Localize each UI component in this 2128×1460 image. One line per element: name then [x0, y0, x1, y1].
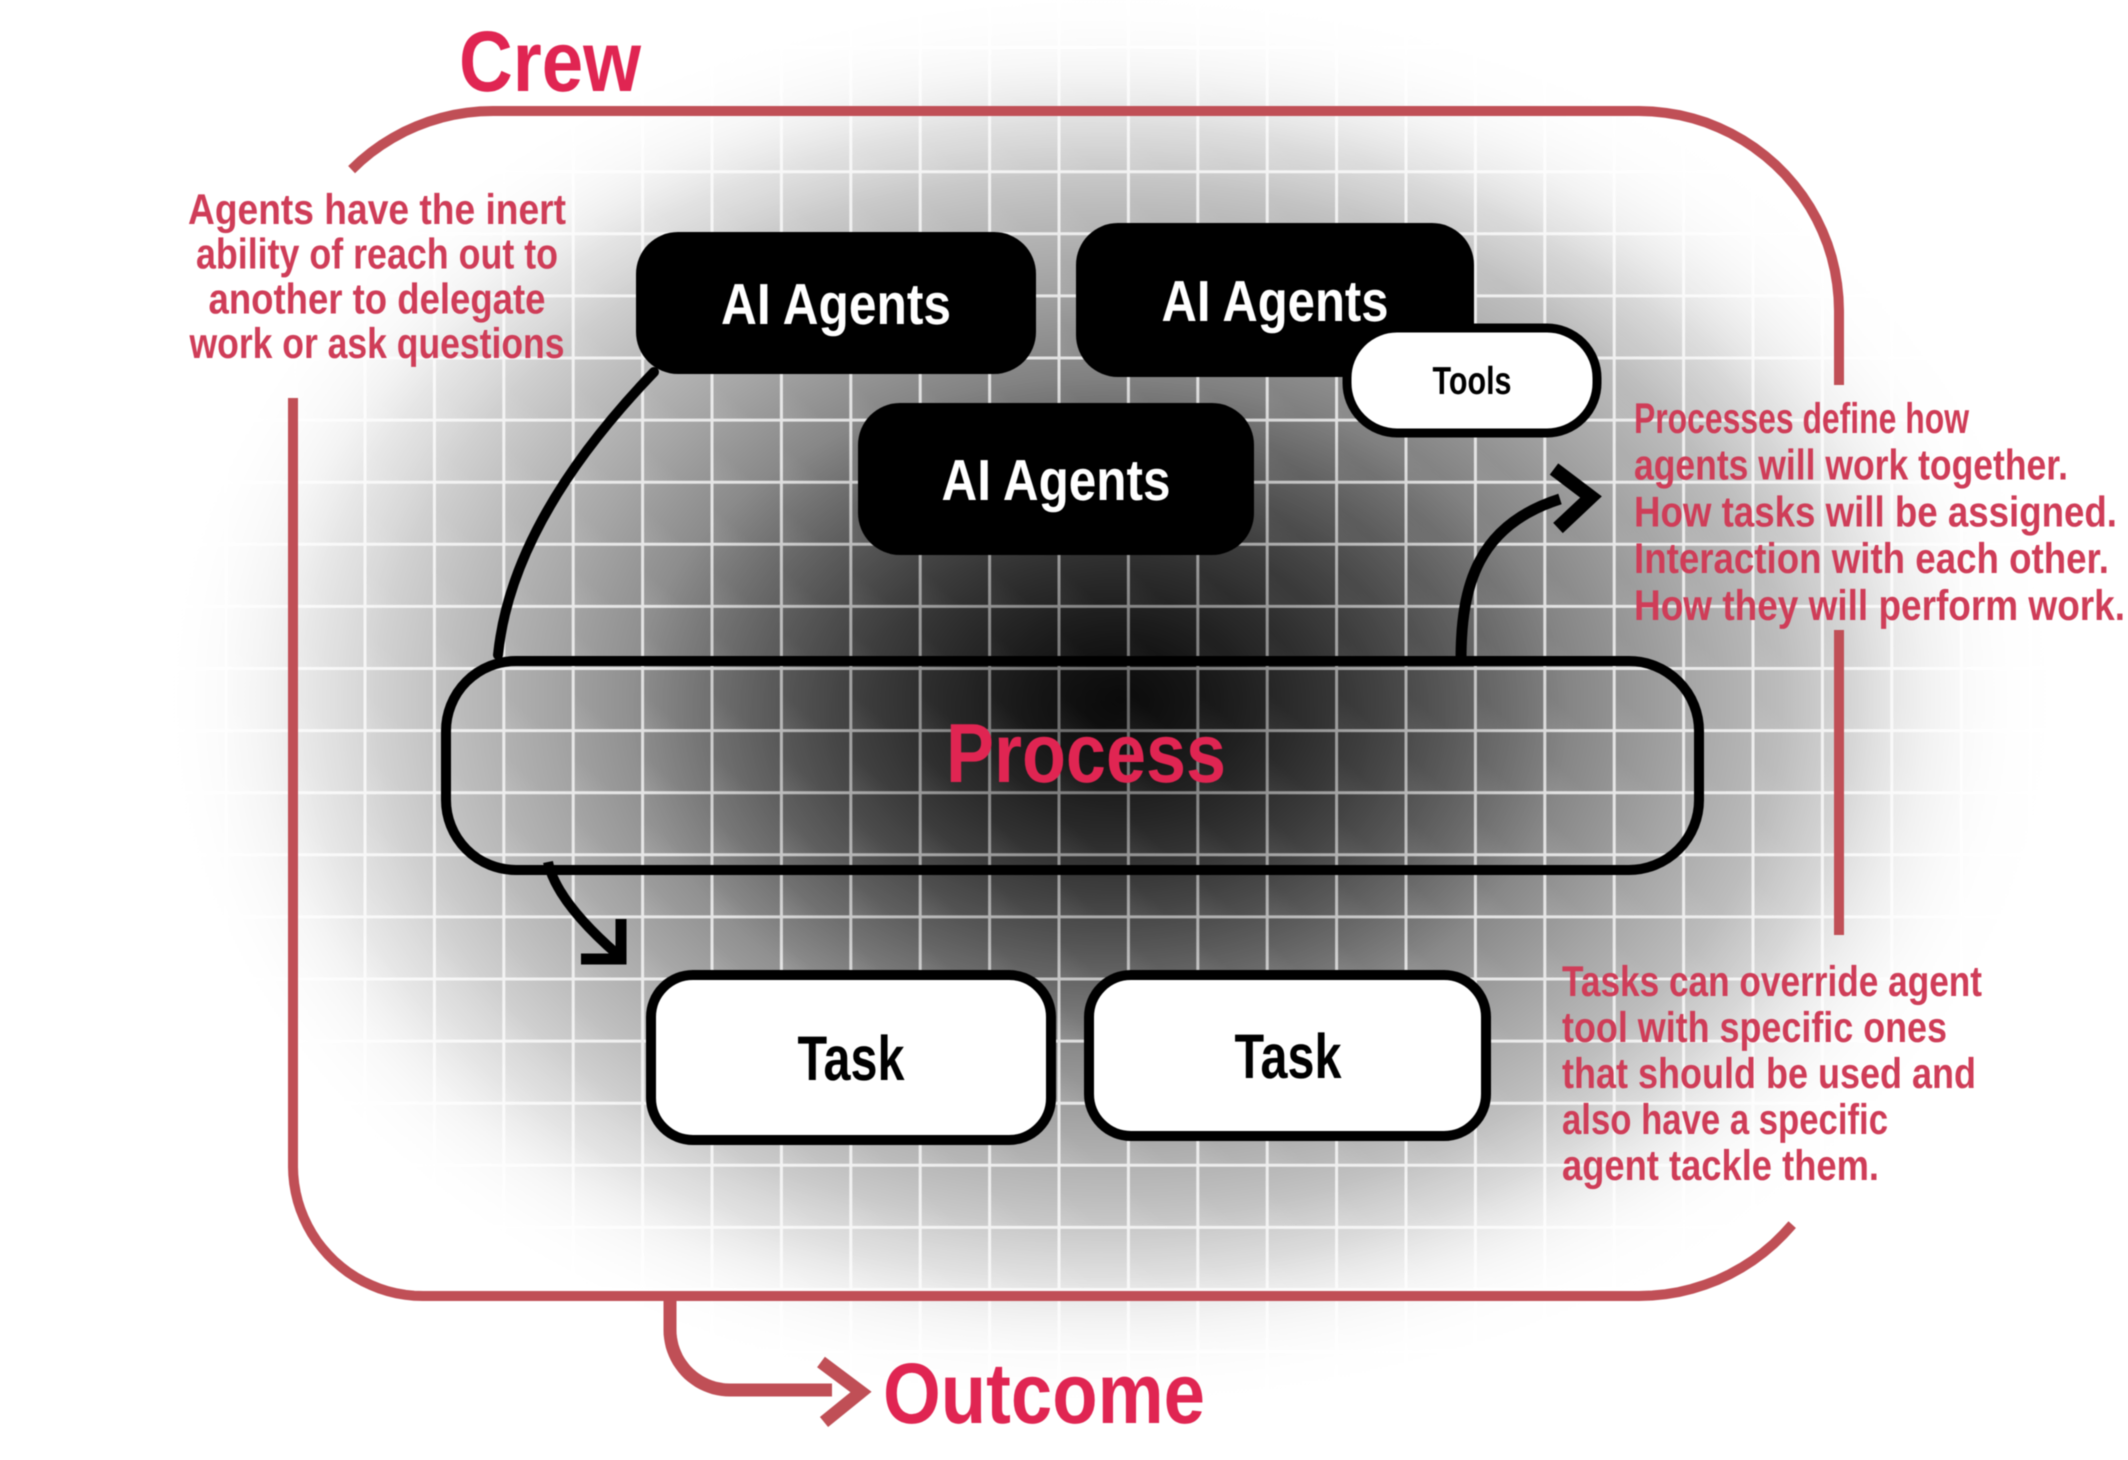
- svg-text:AI Agents: AI Agents: [721, 272, 951, 337]
- svg-text:How tasks will be assigned.: How tasks will be assigned.: [1634, 488, 2117, 536]
- svg-text:agents will work together.: agents will work together.: [1634, 442, 2068, 490]
- svg-text:Tools: Tools: [1433, 360, 1512, 403]
- svg-text:Process: Process: [946, 706, 1226, 800]
- svg-text:AI Agents: AI Agents: [1162, 269, 1389, 334]
- svg-text:Crew: Crew: [459, 14, 642, 110]
- svg-text:Task: Task: [1235, 1022, 1343, 1092]
- svg-text:How they will perform work.: How they will perform work.: [1634, 582, 2125, 630]
- svg-text:ability of reach out to: ability of reach out to: [196, 231, 558, 279]
- svg-text:AI Agents: AI Agents: [942, 448, 1171, 513]
- svg-text:that should be used and: that should be used and: [1562, 1050, 1976, 1098]
- svg-text:Agents have the inert: Agents have the inert: [188, 186, 566, 234]
- svg-text:Outcome: Outcome: [883, 1346, 1205, 1442]
- svg-text:Tasks can override agent: Tasks can override agent: [1562, 958, 1982, 1006]
- svg-text:Task: Task: [798, 1024, 906, 1094]
- svg-text:agent tackle them.: agent tackle them.: [1562, 1142, 1879, 1190]
- svg-text:Processes define how: Processes define how: [1634, 395, 1969, 443]
- svg-text:work or ask questions: work or ask questions: [189, 320, 565, 368]
- svg-text:also have a specific: also have a specific: [1562, 1096, 1888, 1144]
- svg-text:another to delegate: another to delegate: [209, 275, 546, 323]
- svg-text:Interaction with each other.: Interaction with each other.: [1634, 535, 2109, 583]
- svg-text:tool with specific ones: tool with specific ones: [1562, 1004, 1947, 1052]
